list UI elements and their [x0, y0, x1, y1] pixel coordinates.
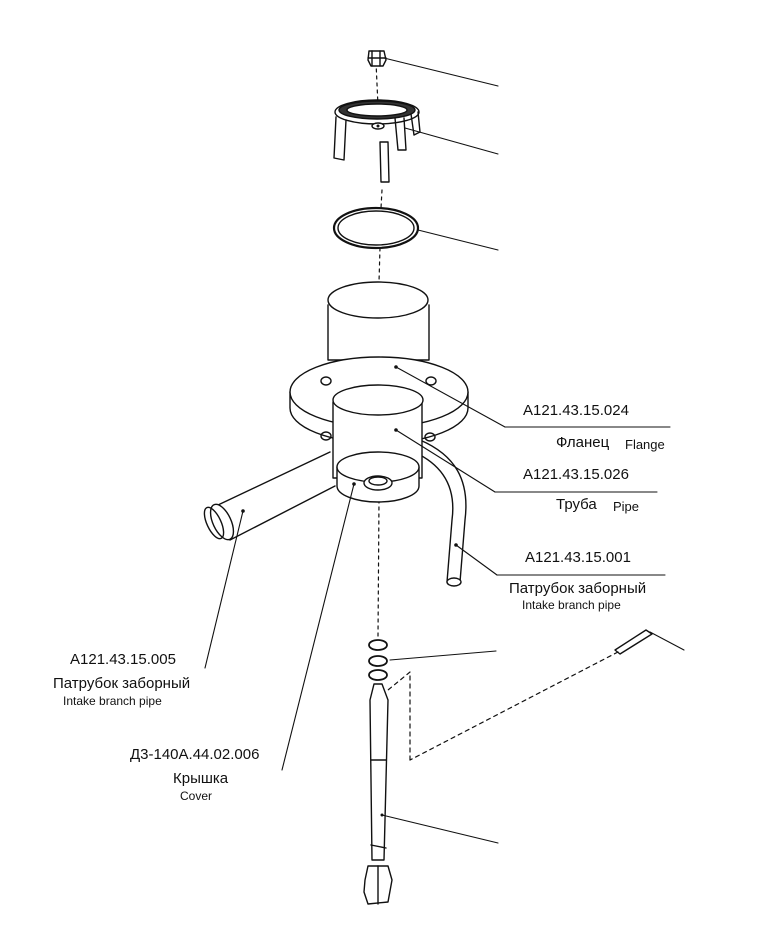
cover-name-ru: Крышка [173, 770, 229, 787]
intake-right-name-ru: Патрубок заборный [509, 580, 647, 597]
cover-part-number: Д3-140А.44.02.006 [130, 746, 260, 763]
flange-upper-cylinder [327, 281, 430, 361]
intake-left-name-en: Intake branch pipe [63, 694, 162, 708]
intake-left-name-ru: Патрубок заборный [53, 675, 191, 692]
center-axis [375, 61, 383, 637]
flange-part-number: А121.43.15.024 [523, 402, 629, 419]
o-ring [332, 206, 420, 250]
intake-right-part-number: А121.43.15.001 [525, 549, 631, 566]
washers [368, 639, 388, 681]
curved-pipe [413, 439, 467, 587]
cover-name-en: Cover [180, 789, 213, 803]
split-pin [614, 629, 653, 655]
intake-right-name-en: Intake branch pipe [522, 598, 621, 612]
pipe-part-number: А121.43.15.026 [523, 466, 629, 483]
top-nut [367, 50, 387, 67]
pipe-name-en: Pipe [613, 499, 640, 514]
spring-clip [333, 99, 421, 183]
leader-dots [241, 124, 458, 817]
leader-lines [204, 57, 685, 844]
pin-routing-dashes [387, 651, 619, 761]
pipe-name-ru: Труба [556, 496, 597, 513]
long-bolt [363, 683, 393, 905]
cover-part [336, 451, 420, 503]
flange-name-ru: Фланец [556, 434, 610, 451]
flange-name-en: Flange [625, 437, 665, 452]
left-intake-branch-pipe [203, 451, 336, 541]
intake-left-part-number: А121.43.15.005 [70, 651, 176, 668]
